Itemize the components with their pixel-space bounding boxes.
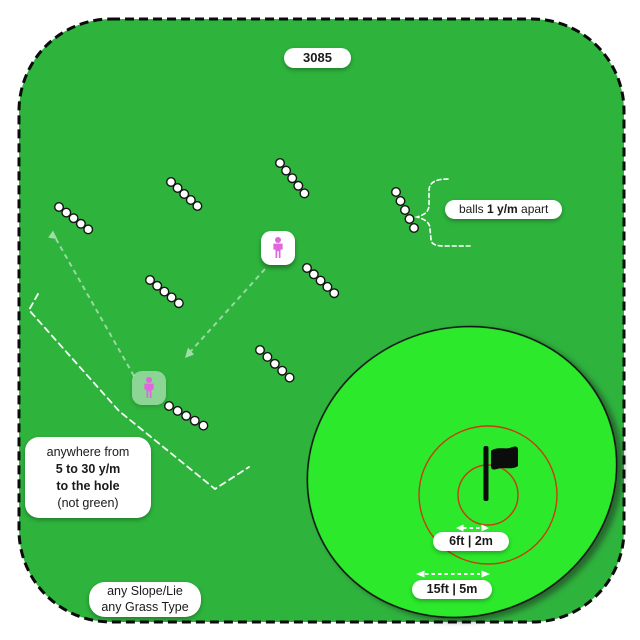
person-icon <box>273 237 283 258</box>
ball <box>287 173 298 184</box>
distance-note-line3: to the hole <box>56 479 120 493</box>
ball <box>395 195 406 206</box>
ball <box>83 224 94 235</box>
ball <box>281 165 292 176</box>
movement-arrows <box>55 238 266 377</box>
ball <box>254 345 265 356</box>
ball <box>152 280 163 291</box>
ball <box>275 157 286 168</box>
ball <box>54 201 65 212</box>
ball <box>315 275 326 286</box>
ball-spacing-prefix: balls <box>459 202 488 216</box>
ball-spacing-label: balls 1 y/m apart <box>445 200 563 219</box>
ball <box>159 286 170 297</box>
ball-rows <box>54 157 420 431</box>
ball <box>165 176 176 187</box>
walk-arrow <box>190 268 266 352</box>
ball <box>173 298 184 309</box>
ball <box>262 351 273 362</box>
ball <box>391 186 402 197</box>
ball <box>409 222 420 233</box>
ball-spacing-value: 1 y/m <box>487 202 518 216</box>
practice-zone-path <box>27 293 250 491</box>
ball <box>75 218 86 229</box>
ball <box>308 269 319 280</box>
ball <box>293 180 304 191</box>
ball <box>68 213 79 224</box>
target-ring-outer <box>418 425 558 565</box>
ball <box>299 188 310 199</box>
distance-note-label: anywhere from 5 to 30 y/m to the hole (n… <box>25 437 151 518</box>
ball <box>404 213 415 224</box>
distance-note-line1: anywhere from <box>46 445 130 459</box>
ball <box>163 401 174 412</box>
aim-arrowhead-icon <box>48 230 58 240</box>
conditions-line1: any Slope/Lie <box>107 584 183 598</box>
ball <box>181 410 192 421</box>
field-dashed-border <box>17 17 626 624</box>
ball <box>185 194 196 205</box>
distance-note-line2: 5 to 30 y/m <box>55 462 121 476</box>
conditions-line2: any Grass Type <box>101 600 189 614</box>
distance-note-line4: (not green) <box>57 496 119 510</box>
ball <box>192 200 203 211</box>
ball <box>284 372 295 383</box>
ball <box>144 275 155 286</box>
ball <box>172 405 183 416</box>
ball <box>329 288 340 299</box>
person-icon <box>144 377 154 398</box>
ball <box>269 358 280 369</box>
ball <box>400 204 411 215</box>
ball <box>166 292 177 303</box>
ball <box>302 263 313 274</box>
flag-icon <box>483 446 518 501</box>
walk-arrowhead-icon <box>185 347 194 358</box>
spacing-brace <box>414 178 471 247</box>
player-icon-2 <box>132 371 166 405</box>
radius-arrows <box>416 524 490 578</box>
ball <box>189 415 200 426</box>
ball <box>198 420 209 431</box>
drill-code-badge: 3085 <box>284 48 351 68</box>
ball <box>179 188 190 199</box>
ball <box>277 365 288 376</box>
ball <box>172 182 183 193</box>
ball-spacing-suffix: apart <box>517 202 549 216</box>
outer-ring-distance-label: 15ft | 5m <box>412 580 492 599</box>
conditions-label: any Slope/Lie any Grass Type <box>89 582 201 617</box>
ball <box>322 281 333 292</box>
putting-green <box>306 325 618 619</box>
player-icon-1 <box>261 231 295 265</box>
ball <box>61 207 72 218</box>
inner-ring-distance-label: 6ft | 2m <box>433 532 509 551</box>
